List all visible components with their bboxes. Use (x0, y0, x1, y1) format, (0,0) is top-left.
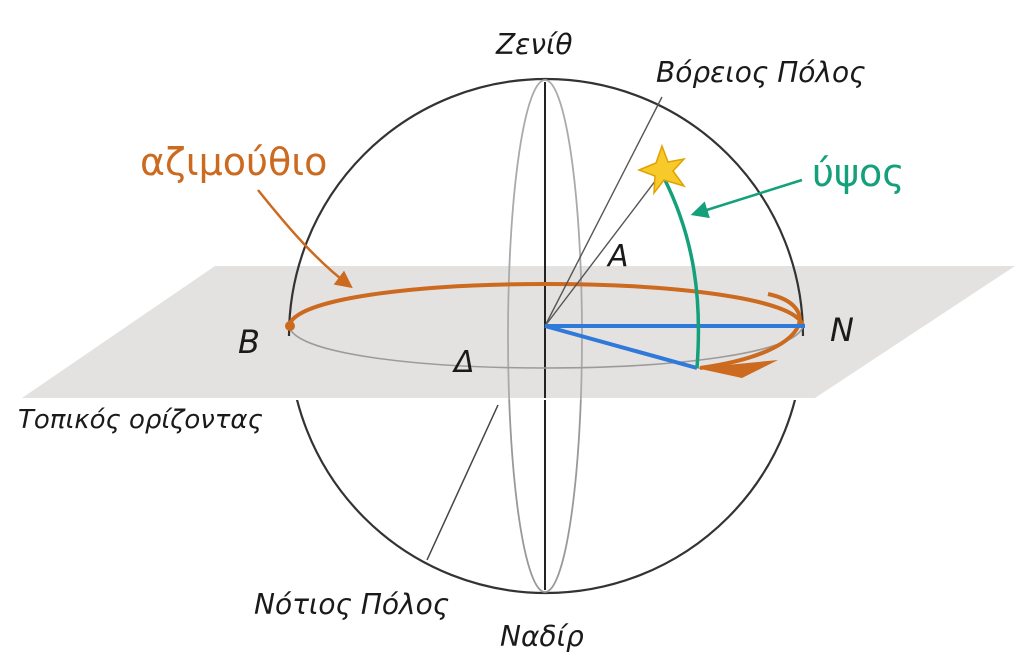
horizon-circle-back (287, 282, 805, 327)
altitude-pointer-arrow (690, 178, 803, 219)
azimuth-arrowhead (696, 360, 778, 378)
altitude-arc (662, 177, 701, 369)
angle-a-label: A (606, 239, 629, 274)
altitude-label: ύψος (812, 151, 905, 195)
south-label: Δ (452, 345, 475, 380)
north-label: N (830, 311, 854, 349)
star-icon (636, 143, 687, 196)
lower-hemisphere (296, 400, 796, 595)
horizon-label: Τοπικός ορίζοντας (18, 405, 263, 435)
azimuth-arc (699, 292, 802, 370)
polar-axis-lower (426, 404, 499, 561)
star-azimuth-line (544, 324, 698, 370)
polar-axis-upper (544, 96, 663, 327)
azimuth-label: αζιμούθιο (140, 140, 327, 184)
south-pole-label: Νότιος Πόλος (254, 588, 449, 621)
north-pole-label: Βόρειος Πόλος (656, 56, 866, 89)
west-point-marker (285, 321, 295, 331)
west-label: B (238, 323, 260, 361)
zenith-label: Ζενίθ (495, 28, 573, 61)
star-direction-line (544, 171, 663, 327)
horizon-circle-front (288, 325, 804, 369)
azimuth-pointer-arrow (257, 189, 353, 289)
nadir-label: Ναδίρ (500, 620, 584, 653)
